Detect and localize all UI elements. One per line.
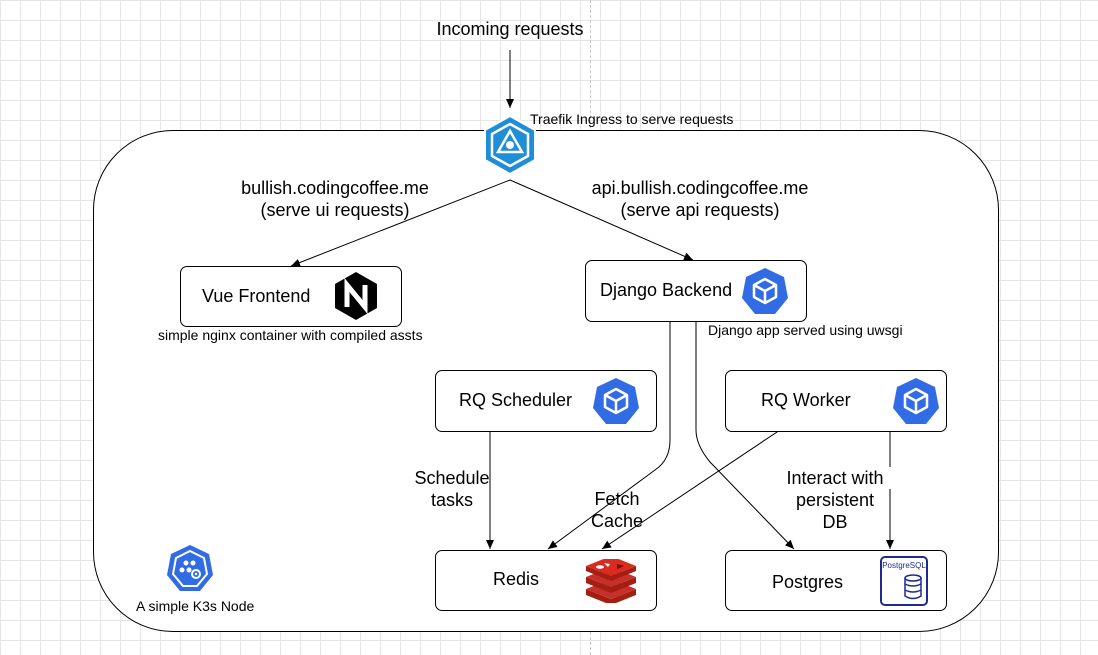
postgresql-icon-text: PostgreSQL	[882, 561, 926, 570]
interact-db-label-2: persistent	[795, 490, 875, 510]
schedule-tasks-label-2: tasks	[430, 490, 473, 510]
redis-label: Redis	[493, 569, 540, 589]
backend-note: Django app served using uwsgi	[708, 322, 903, 338]
frontend-note: simple nginx container with compiled ass…	[158, 327, 423, 343]
django-backend-label: Django Backend	[600, 280, 733, 300]
postgres-box[interactable]: Postgres PostgreSQL	[725, 550, 947, 611]
ui-route-desc: (serve ui requests)	[260, 200, 410, 220]
rq-worker-label: RQ Worker	[761, 390, 851, 410]
redis-box[interactable]: Redis	[435, 550, 657, 611]
schedule-tasks-label-1: Schedule	[414, 468, 490, 488]
edge-ingress-frontend	[290, 179, 511, 267]
interact-db-label-1: Interact with	[775, 467, 895, 489]
ui-route-host: bullish.codingcoffee.me	[241, 178, 429, 198]
django-backend-box[interactable]: Django Backend	[585, 260, 807, 322]
incoming-requests-label: Incoming requests	[436, 19, 584, 39]
rq-scheduler-label: RQ Scheduler	[459, 390, 573, 410]
rq-worker-box[interactable]: RQ Worker	[725, 370, 947, 432]
ingress-label: Traefik Ingress to serve requests	[530, 111, 734, 127]
fetch-cache-label-2: Cache	[590, 511, 644, 531]
postgres-label: Postgres	[772, 572, 844, 592]
edge-worker-redis	[601, 429, 781, 550]
k3s-node-label: A simple K3s Node	[136, 598, 255, 614]
vue-frontend-box[interactable]: Vue Frontend	[180, 266, 402, 327]
traefik-ingress-icon	[484, 114, 536, 176]
edge-backend-postgres	[695, 320, 795, 550]
interact-db-label-3: DB	[822, 512, 848, 532]
edge-ingress-backend	[509, 179, 694, 261]
api-route-host: api.bullish.codingcoffee.me	[591, 178, 809, 198]
nginx-icon	[335, 272, 377, 320]
api-route-desc: (serve api requests)	[620, 200, 780, 220]
rq-scheduler-box[interactable]: RQ Scheduler	[435, 370, 657, 432]
k3s-node-icon	[167, 545, 213, 591]
kubernetes-pod-icon	[893, 378, 939, 424]
edge-backend-redis	[547, 320, 671, 550]
vue-frontend-label: Vue Frontend	[202, 286, 311, 306]
kubernetes-pod-icon	[742, 268, 788, 314]
postgresql-icon: PostgreSQL	[880, 556, 928, 606]
redis-icon	[586, 559, 636, 603]
fetch-cache-label-1: Fetch	[594, 489, 640, 509]
kubernetes-pod-icon	[593, 378, 639, 424]
